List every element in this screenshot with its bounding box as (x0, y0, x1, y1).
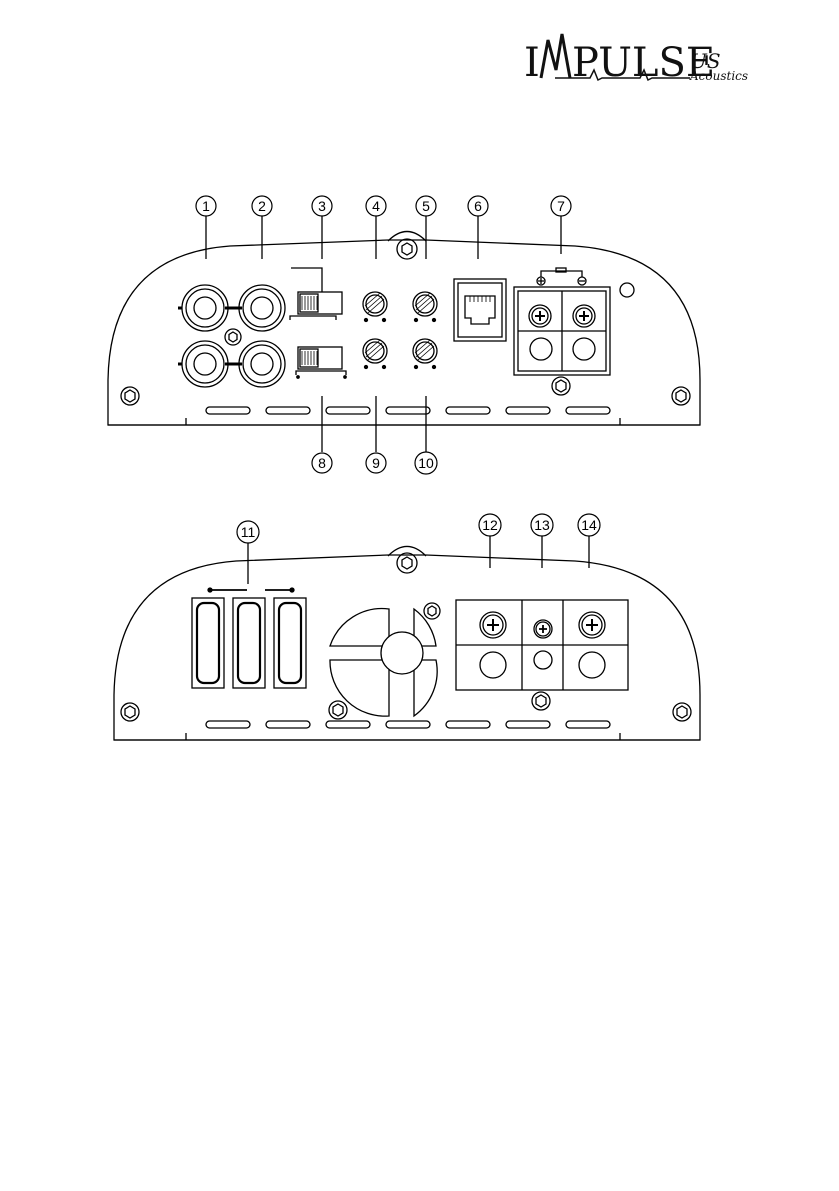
rca-input-jacks (178, 285, 285, 387)
rear-screw-center-left (329, 701, 347, 719)
front-corner-screw-left (121, 387, 139, 405)
logo-letter-i: I (524, 40, 540, 86)
slide-switch-upper (290, 268, 342, 320)
front-corner-screw-right (672, 387, 690, 405)
svg-text:2: 2 (258, 198, 266, 214)
rear-vent-slots (206, 721, 610, 728)
svg-text:6: 6 (474, 198, 482, 214)
callout-9: 9 (366, 453, 386, 473)
callout-10: 10 (415, 452, 437, 474)
callout-13: 13 (531, 514, 553, 536)
callout-4: 4 (366, 196, 386, 216)
potentiometer-gain-upper (363, 292, 387, 322)
rear-screw-terminal-bottom (532, 692, 550, 710)
callout-6: 6 (468, 196, 488, 216)
power-terminal-block (456, 600, 628, 690)
potentiometer-lower-left (363, 339, 387, 369)
callout-8: 8 (312, 453, 332, 473)
svg-text:9: 9 (372, 455, 380, 471)
svg-text:10: 10 (418, 455, 434, 471)
callout-11: 11 (237, 521, 259, 543)
callout-14: 14 (578, 514, 600, 536)
callout-2: 2 (252, 196, 272, 216)
svg-text:13: 13 (534, 517, 550, 533)
svg-text:7: 7 (557, 198, 565, 214)
svg-text:3: 3 (318, 198, 326, 214)
front-leader-lines (206, 216, 561, 452)
callout-1: 1 (196, 196, 216, 216)
speaker-terminal-block (514, 268, 610, 375)
callout-7: 7 (551, 196, 571, 216)
slide-switch-lower (296, 347, 346, 378)
rear-corner-screw-left (121, 703, 139, 721)
potentiometer-upper-right (413, 292, 437, 322)
cooling-fan (330, 609, 437, 717)
rear-corner-screw-right (673, 703, 691, 721)
rear-callouts: 11 12 13 14 (237, 514, 600, 543)
rear-screw-fan-right (424, 603, 440, 619)
brand-logo: I PULSE US Acoustics (524, 34, 748, 86)
svg-text:5: 5 (422, 198, 430, 214)
logo-subtitle: Acoustics (689, 69, 748, 83)
front-led-indicator (620, 283, 634, 297)
callout-5: 5 (416, 196, 436, 216)
front-panel-diagram (108, 216, 700, 452)
front-callouts: 1 2 3 4 5 6 7 8 (196, 196, 571, 474)
front-vent-slots (206, 407, 610, 414)
svg-text:11: 11 (241, 524, 256, 540)
rear-panel-diagram (114, 536, 700, 740)
svg-text:12: 12 (482, 517, 498, 533)
svg-text:1: 1 (202, 198, 210, 214)
potentiometer-lower-right (413, 339, 437, 369)
callout-3: 3 (312, 196, 332, 216)
svg-text:4: 4 (372, 198, 380, 214)
svg-text:14: 14 (581, 517, 597, 533)
svg-text:8: 8 (318, 455, 326, 471)
fuse-holders (192, 588, 306, 688)
remote-port-rj (454, 279, 506, 341)
callout-12: 12 (479, 514, 501, 536)
logo-m-waveform (541, 34, 570, 78)
front-panel-outline (108, 240, 700, 425)
